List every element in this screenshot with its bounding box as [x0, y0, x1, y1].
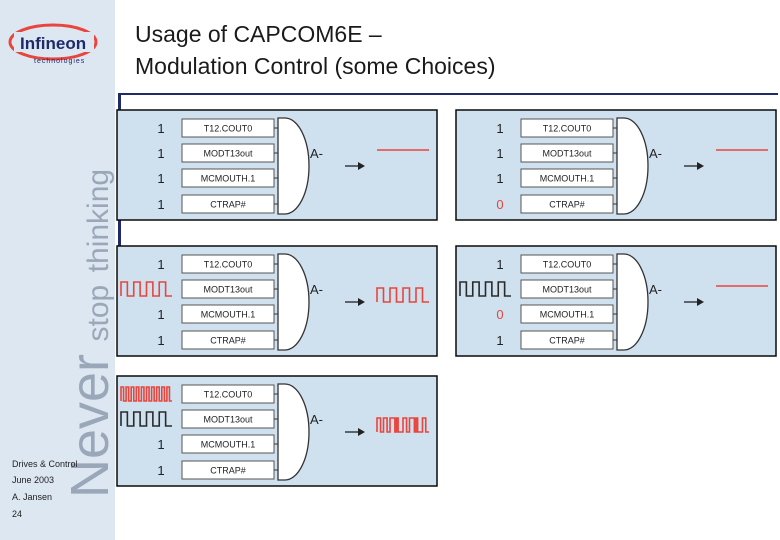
input-signal-label: MCMOUTH.1 [201, 440, 256, 450]
input-logic-value: 1 [157, 121, 164, 136]
input-signal-label: MCMOUTH.1 [201, 174, 256, 184]
input-waveform [120, 386, 172, 402]
input-logic-value: 1 [496, 146, 503, 161]
input-signal-label: MCMOUTH.1 [540, 310, 595, 320]
footer-page-number: 24 [12, 509, 23, 519]
input-waveform [120, 281, 172, 297]
output-arrow-head [358, 298, 365, 306]
input-signal-label: MODT13out [542, 149, 592, 159]
input-logic-value: 1 [157, 171, 164, 186]
gate-output-label: A- [310, 282, 323, 297]
input-logic-value: 1 [157, 333, 164, 348]
input-signal-label: MCMOUTH.1 [201, 310, 256, 320]
input-logic-value: 1 [157, 257, 164, 272]
output-waveform [376, 417, 429, 433]
slogan-graphic: Never stop thinking [60, 169, 115, 498]
input-logic-value: 1 [496, 333, 503, 348]
gate-output-label: A- [649, 282, 662, 297]
input-signal-label: MCMOUTH.1 [540, 174, 595, 184]
output-arrow-head [697, 162, 704, 170]
and-gate-symbol [616, 117, 649, 215]
input-signal-label: CTRAP# [549, 200, 585, 210]
footer-department: Drives & Control [12, 459, 78, 469]
gate-output-label: A- [649, 146, 662, 161]
input-signal-label: CTRAP# [210, 466, 246, 476]
input-signal-label: MODT13out [542, 285, 592, 295]
input-signal-label: T12.COUT0 [204, 124, 253, 134]
footer-date: June 2003 [12, 475, 55, 485]
slogan-word-never: Never [60, 354, 115, 498]
footer-author: A. Jansen [12, 492, 53, 502]
gate-output-label: A- [310, 412, 323, 427]
input-signal-label: MODT13out [203, 285, 253, 295]
input-signal-label: CTRAP# [210, 336, 246, 346]
and-gate-symbol [277, 117, 310, 215]
input-signal-label: CTRAP# [549, 336, 585, 346]
input-logic-value: 0 [496, 307, 503, 322]
title-line-1: Usage of CAPCOM6E – [135, 21, 382, 47]
page-title: Usage of CAPCOM6E – Modulation Control (… [135, 18, 496, 82]
input-signal-label: T12.COUT0 [204, 390, 253, 400]
input-waveform [459, 281, 511, 297]
slogan-word-thinking: thinking [82, 169, 115, 272]
and-gate-symbol [277, 383, 310, 481]
gate-output-label: A- [310, 146, 323, 161]
input-waveform [120, 411, 172, 427]
input-logic-value: 1 [157, 146, 164, 161]
input-logic-value: 1 [157, 463, 164, 478]
input-signal-label: MODT13out [203, 415, 253, 425]
slogan-word-stop: stop [82, 285, 115, 342]
input-signal-label: MODT13out [203, 149, 253, 159]
input-logic-value: 0 [496, 197, 503, 212]
input-logic-value: 1 [496, 171, 503, 186]
infineon-logo: Infineon technologies [8, 23, 98, 65]
output-arrow-head [358, 162, 365, 170]
input-signal-label: CTRAP# [210, 200, 246, 210]
logo-brand-text: Infineon [20, 34, 86, 53]
output-arrow-head [697, 298, 704, 306]
output-waveform [376, 287, 429, 303]
input-signal-label: T12.COUT0 [543, 260, 592, 270]
input-logic-value: 1 [157, 307, 164, 322]
and-gate-symbol [277, 253, 310, 351]
svg-text:Never stop thi: Never stop thinking [60, 169, 115, 498]
input-logic-value: 1 [157, 437, 164, 452]
input-signal-label: T12.COUT0 [204, 260, 253, 270]
output-arrow-head [358, 428, 365, 436]
input-logic-value: 1 [496, 257, 503, 272]
and-gate-symbol [616, 253, 649, 351]
title-line-2: Modulation Control (some Choices) [135, 53, 496, 79]
left-rule [118, 93, 121, 355]
sidebar-band: Never stop thinking Infineon technologie… [0, 0, 115, 540]
input-logic-value: 1 [496, 121, 503, 136]
input-logic-value: 1 [157, 197, 164, 212]
input-signal-label: T12.COUT0 [543, 124, 592, 134]
title-rule [118, 93, 778, 95]
logo-tagline-text: technologies [34, 58, 85, 65]
